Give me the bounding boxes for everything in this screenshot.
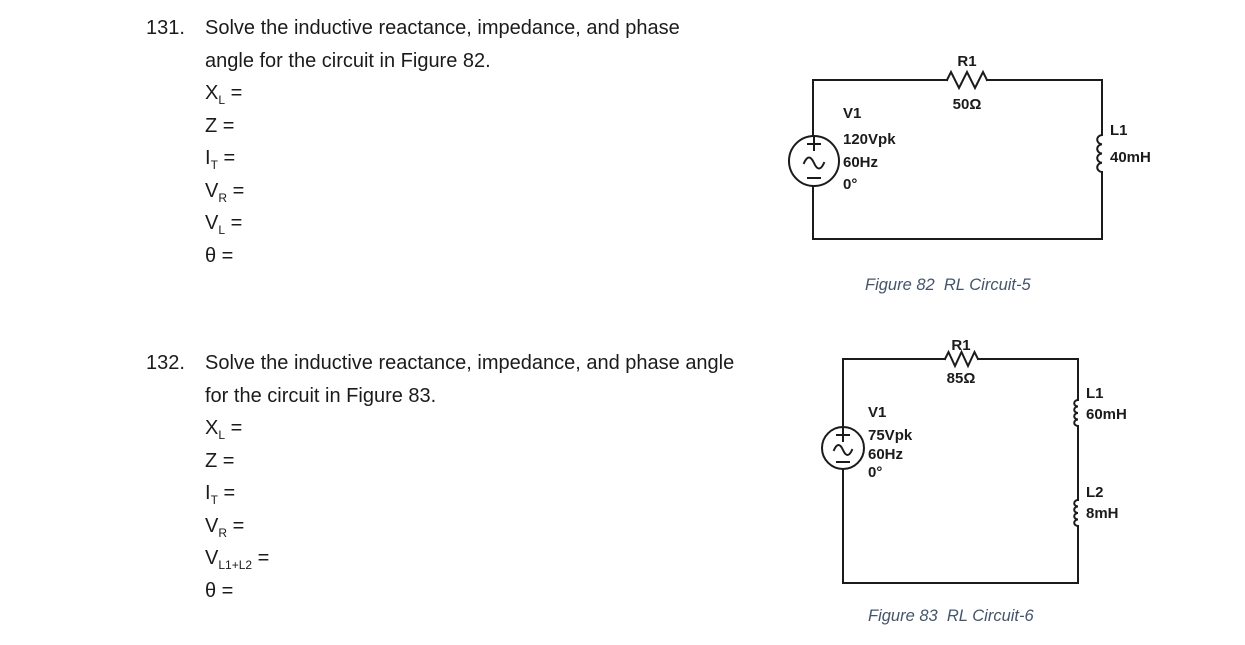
field-subscript: T — [210, 158, 218, 172]
resistor-value: 85Ω — [947, 370, 976, 387]
answer-field-vl: VL = — [205, 207, 680, 240]
answer-field-theta: θ = — [205, 240, 680, 273]
resistor-value: 50Ω — [953, 96, 982, 113]
inductor-label: L1 — [1110, 122, 1128, 139]
source-phase: 0° — [868, 464, 882, 481]
problem-body: Solve the inductive reactance, impedance… — [205, 12, 680, 272]
field-symbol: I — [205, 482, 211, 504]
inductor-label: L2 — [1086, 484, 1104, 501]
field-equals: = — [227, 514, 245, 537]
field-symbol: V — [205, 547, 219, 569]
field-equals: = — [225, 82, 243, 104]
answer-field-theta: θ = — [205, 575, 734, 608]
field-equals: = — [217, 449, 235, 472]
field-symbol: θ — [205, 579, 217, 602]
field-equals: = — [217, 147, 236, 169]
source-label: V1 — [868, 404, 886, 421]
statement-line: angle for the circuit in Figure 82. — [205, 49, 491, 72]
field-subscript: L1+L2 — [218, 558, 253, 572]
resistor-label: R1 — [957, 53, 976, 70]
statement-line: for the circuit in Figure 83. — [205, 384, 437, 407]
source-label: V1 — [843, 105, 861, 122]
ac-source-icon — [788, 135, 840, 187]
statement-line: Solve the inductive reactance, impedance… — [205, 17, 680, 39]
field-subscript: T — [210, 493, 218, 507]
answer-field-z: Z = — [205, 445, 734, 478]
source-phase: 0° — [843, 176, 857, 193]
field-symbol: V — [205, 514, 219, 537]
field-equals: = — [225, 417, 243, 439]
figure-82-caption: Figure 82 RL Circuit-5 — [865, 276, 1031, 294]
field-equals: = — [217, 114, 235, 137]
source-voltage: 120Vpk — [843, 131, 896, 148]
field-symbol: V — [205, 179, 219, 202]
field-equals: = — [217, 482, 236, 504]
figure-83-circuit: R1 85Ω V1 75Vpk 60Hz 0° L1 60mH L2 8mH — [821, 337, 1127, 584]
field-equals: = — [216, 579, 234, 602]
problem-number: 132. — [146, 352, 185, 374]
ac-source-icon — [821, 426, 865, 470]
inductor-icon — [1096, 133, 1104, 174]
inductor-icon — [1073, 398, 1080, 428]
field-equals: = — [225, 212, 243, 234]
inductor-value: 8mH — [1086, 505, 1119, 522]
inductor-icon — [1073, 498, 1080, 528]
figure-82-circuit: R1 50Ω V1 120Vpk 60Hz 0° L1 40mH — [788, 53, 1151, 240]
field-subscript: L — [218, 428, 226, 442]
field-subscript: L — [218, 223, 226, 237]
field-symbol: θ — [205, 244, 217, 267]
answer-field-vl1l2: VL1+L2 = — [205, 542, 734, 575]
wire — [812, 79, 1103, 240]
resistor-icon — [943, 349, 980, 369]
source-frequency: 60Hz — [843, 154, 878, 171]
field-subscript: L — [218, 93, 226, 107]
statement-line: Solve the inductive reactance, impedance… — [205, 352, 735, 374]
answer-field-vr: VR = — [205, 510, 734, 543]
source-frequency: 60Hz — [868, 446, 903, 463]
field-symbol: Z — [205, 114, 218, 137]
answer-field-z: Z = — [205, 110, 680, 143]
field-equals: = — [227, 179, 245, 202]
field-subscript: R — [218, 190, 228, 205]
answer-field-it: IT = — [205, 477, 734, 510]
source-voltage: 75Vpk — [868, 427, 913, 444]
problem-132: 132. Solve the inductive reactance, impe… — [146, 347, 734, 607]
answer-field-xl: XL = — [205, 412, 734, 445]
inductor-label: L1 — [1086, 385, 1104, 402]
wire — [842, 358, 1079, 584]
figure-83-caption: Figure 83 RL Circuit-6 — [868, 607, 1034, 625]
resistor-icon — [945, 69, 989, 91]
field-symbol: X — [205, 82, 219, 104]
field-equals: = — [216, 244, 234, 267]
field-symbol: X — [205, 417, 219, 439]
inductor-value: 40mH — [1110, 149, 1151, 166]
field-equals: = — [252, 547, 270, 569]
field-symbol: V — [205, 212, 219, 234]
problem-body: Solve the inductive reactance, impedance… — [205, 347, 734, 607]
field-symbol: Z — [205, 449, 218, 472]
field-symbol: I — [205, 147, 211, 169]
answer-field-it: IT = — [205, 142, 680, 175]
answer-field-xl: XL = — [205, 77, 680, 110]
inductor-value: 60mH — [1086, 406, 1127, 423]
problem-number: 131. — [146, 17, 185, 39]
answer-field-vr: VR = — [205, 175, 680, 208]
problem-131: 131. Solve the inductive reactance, impe… — [146, 12, 680, 272]
resistor-label: R1 — [951, 337, 970, 354]
field-subscript: R — [218, 525, 228, 540]
